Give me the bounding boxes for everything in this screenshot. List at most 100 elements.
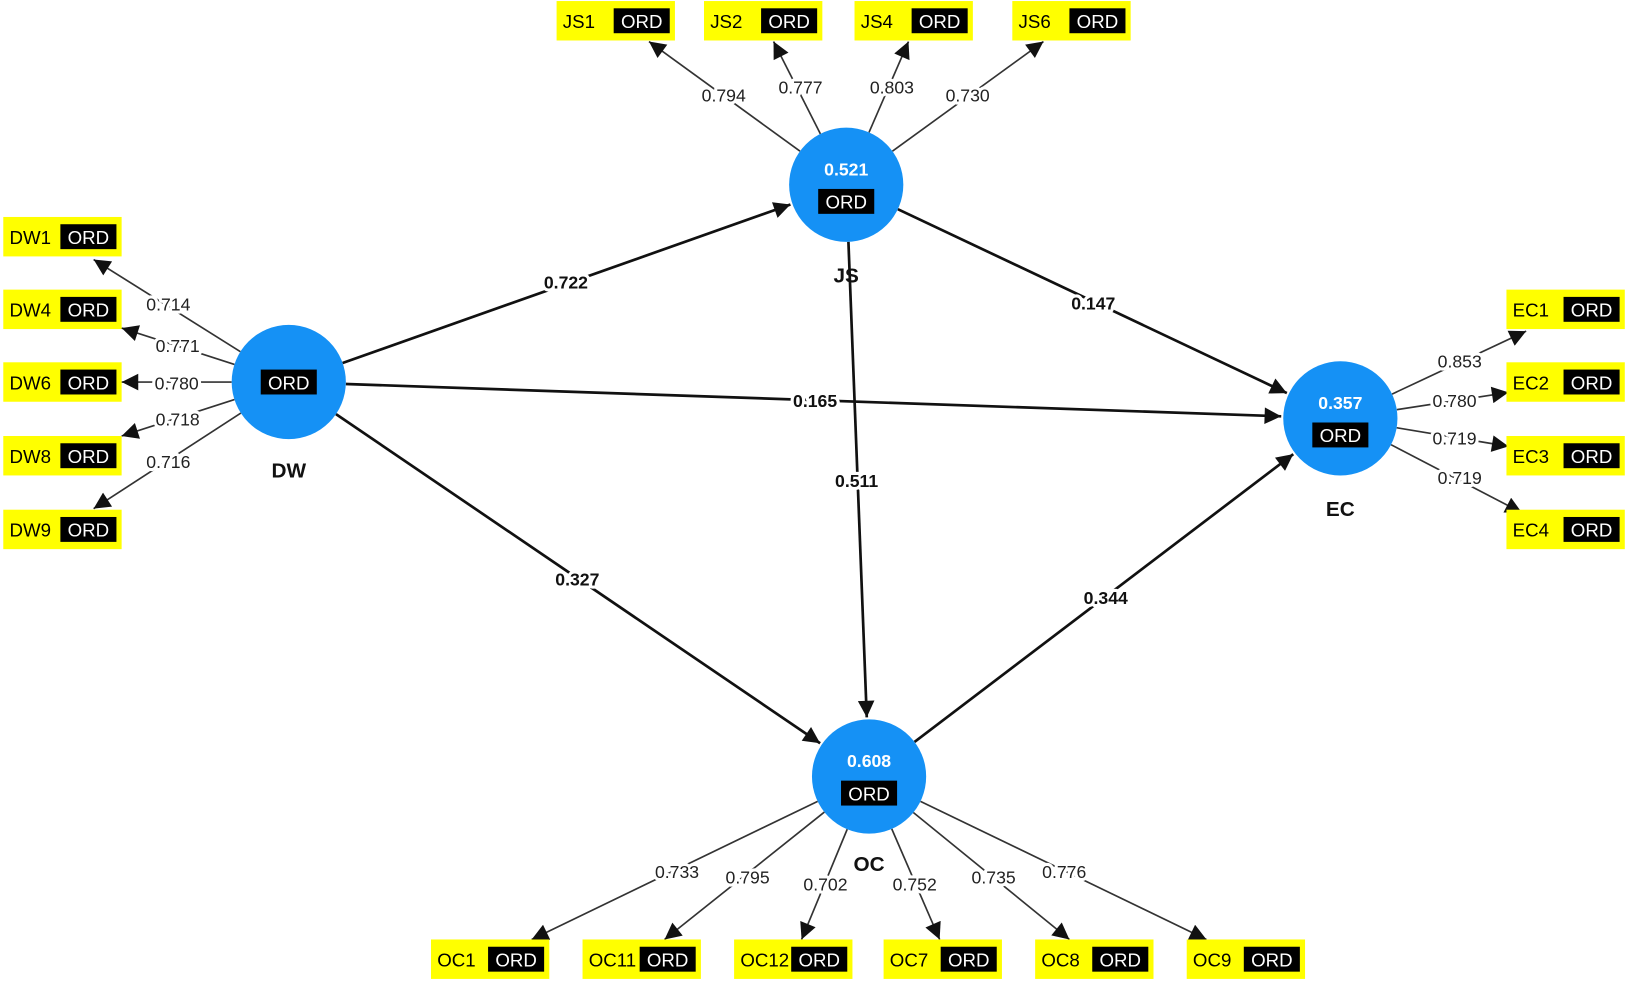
ord-tag: ORD bbox=[1571, 300, 1613, 321]
construct-dw[interactable]: ORD DW bbox=[231, 324, 346, 483]
ord-tag-bg bbox=[761, 8, 818, 34]
construct-name: DW bbox=[271, 460, 306, 483]
ord-tag: ORD bbox=[919, 11, 960, 32]
ord-tag-bg bbox=[1069, 8, 1126, 34]
indicator-oc9[interactable]: OC9 ORD bbox=[1186, 939, 1306, 979]
ord-tag: ORD bbox=[1571, 372, 1613, 393]
indicator-name: DW1 bbox=[10, 227, 51, 248]
path-arrow-dw-oc bbox=[335, 413, 821, 745]
path-arrow-dw-ec bbox=[345, 382, 1282, 425]
construct-name: EC bbox=[1326, 498, 1355, 521]
loading-arrow-oc1 bbox=[531, 800, 819, 941]
ord-tag: ORD bbox=[68, 300, 109, 321]
ord-tag-bg bbox=[60, 224, 117, 250]
indicator-name: OC1 bbox=[437, 949, 475, 970]
path-coefficient: 0.165 bbox=[793, 391, 837, 411]
indicator-name: EC3 bbox=[1513, 446, 1549, 467]
outer-loading: 0.730 bbox=[946, 86, 990, 106]
construct-circle bbox=[789, 127, 904, 242]
construct-name: OC bbox=[853, 853, 884, 876]
indicator-name: OC12 bbox=[740, 949, 789, 970]
loading-arrow-oc9 bbox=[920, 800, 1207, 941]
ord-tag-bg bbox=[1243, 946, 1300, 972]
outer-loading: 0.794 bbox=[702, 86, 746, 106]
indicator-dw1[interactable]: DW1 ORD bbox=[3, 216, 122, 257]
loading-arrow-js1 bbox=[648, 40, 801, 152]
ord-tag: ORD bbox=[68, 227, 109, 248]
path-coefficient: 0.147 bbox=[1071, 293, 1115, 313]
loading-arrow-dw1 bbox=[93, 258, 241, 353]
ord-tag: ORD bbox=[1571, 446, 1613, 467]
indicator-oc1[interactable]: OC1 ORD bbox=[430, 939, 550, 979]
outer-loading: 0.795 bbox=[726, 867, 770, 887]
outer-loading: 0.780 bbox=[1432, 391, 1476, 411]
ord-tag-bg bbox=[639, 946, 696, 972]
ord-tag-bg bbox=[818, 188, 875, 214]
outer-loading: 0.718 bbox=[156, 410, 200, 430]
ord-tag-bg bbox=[1312, 422, 1369, 448]
ord-tag: ORD bbox=[768, 11, 809, 32]
loading-arrow-dw4 bbox=[121, 325, 235, 366]
indicator-name: JS1 bbox=[563, 11, 595, 32]
ord-tag: ORD bbox=[1571, 520, 1613, 541]
ord-tag-bg bbox=[613, 8, 670, 34]
indicator-name: EC4 bbox=[1513, 520, 1549, 541]
loading-arrow-js4 bbox=[868, 41, 910, 133]
r-squared: 0.357 bbox=[1318, 393, 1362, 413]
path-arrow-oc-ec bbox=[913, 453, 1295, 744]
indicator-name: EC2 bbox=[1513, 372, 1549, 393]
indicator-name: OC9 bbox=[1193, 949, 1231, 970]
ord-tag-bg bbox=[488, 946, 545, 972]
ord-tag: ORD bbox=[495, 949, 536, 970]
outer-loading: 0.714 bbox=[146, 294, 190, 314]
indicator-name: DW9 bbox=[10, 520, 51, 541]
outer-loading: 0.771 bbox=[156, 336, 200, 356]
construct-circle bbox=[811, 719, 927, 834]
indicator-name: JS6 bbox=[1019, 11, 1051, 32]
path-arrow-js-oc bbox=[847, 241, 875, 718]
ord-tag-bg bbox=[1563, 516, 1620, 542]
ord-tag: ORD bbox=[68, 446, 109, 467]
construct-circle bbox=[1283, 361, 1398, 476]
outer-loading: 0.776 bbox=[1042, 862, 1086, 882]
path-arrow-dw-js bbox=[342, 202, 791, 365]
ord-tag-bg bbox=[60, 516, 117, 542]
loading-arrow-ec4 bbox=[1390, 443, 1523, 514]
ord-tag: ORD bbox=[268, 372, 310, 393]
ord-tag: ORD bbox=[1251, 949, 1293, 970]
loading-arrow-ec1 bbox=[1391, 330, 1527, 395]
ord-tag-bg bbox=[260, 369, 317, 395]
indicator-name: DW6 bbox=[10, 372, 51, 393]
ord-tag-bg bbox=[1092, 946, 1149, 972]
ord-tag-bg bbox=[841, 780, 898, 806]
outer-loading: 0.780 bbox=[155, 373, 199, 393]
indicator-ec3[interactable]: EC3 ORD bbox=[1506, 436, 1625, 476]
loading-arrow-ec3 bbox=[1396, 426, 1509, 452]
outer-loading: 0.735 bbox=[972, 867, 1016, 887]
r-squared: 0.608 bbox=[847, 751, 891, 771]
indicator-ec2[interactable]: EC2 ORD bbox=[1506, 362, 1625, 402]
indicator-name: OC11 bbox=[589, 949, 636, 970]
ord-tag-bg bbox=[60, 296, 117, 322]
outer-loading: 0.702 bbox=[803, 875, 847, 895]
indicator-ec4[interactable]: EC4 ORD bbox=[1506, 509, 1625, 550]
path-coefficient: 0.327 bbox=[555, 569, 599, 589]
indicator-name: OC7 bbox=[890, 949, 928, 970]
outer-loading: 0.719 bbox=[1438, 468, 1482, 488]
